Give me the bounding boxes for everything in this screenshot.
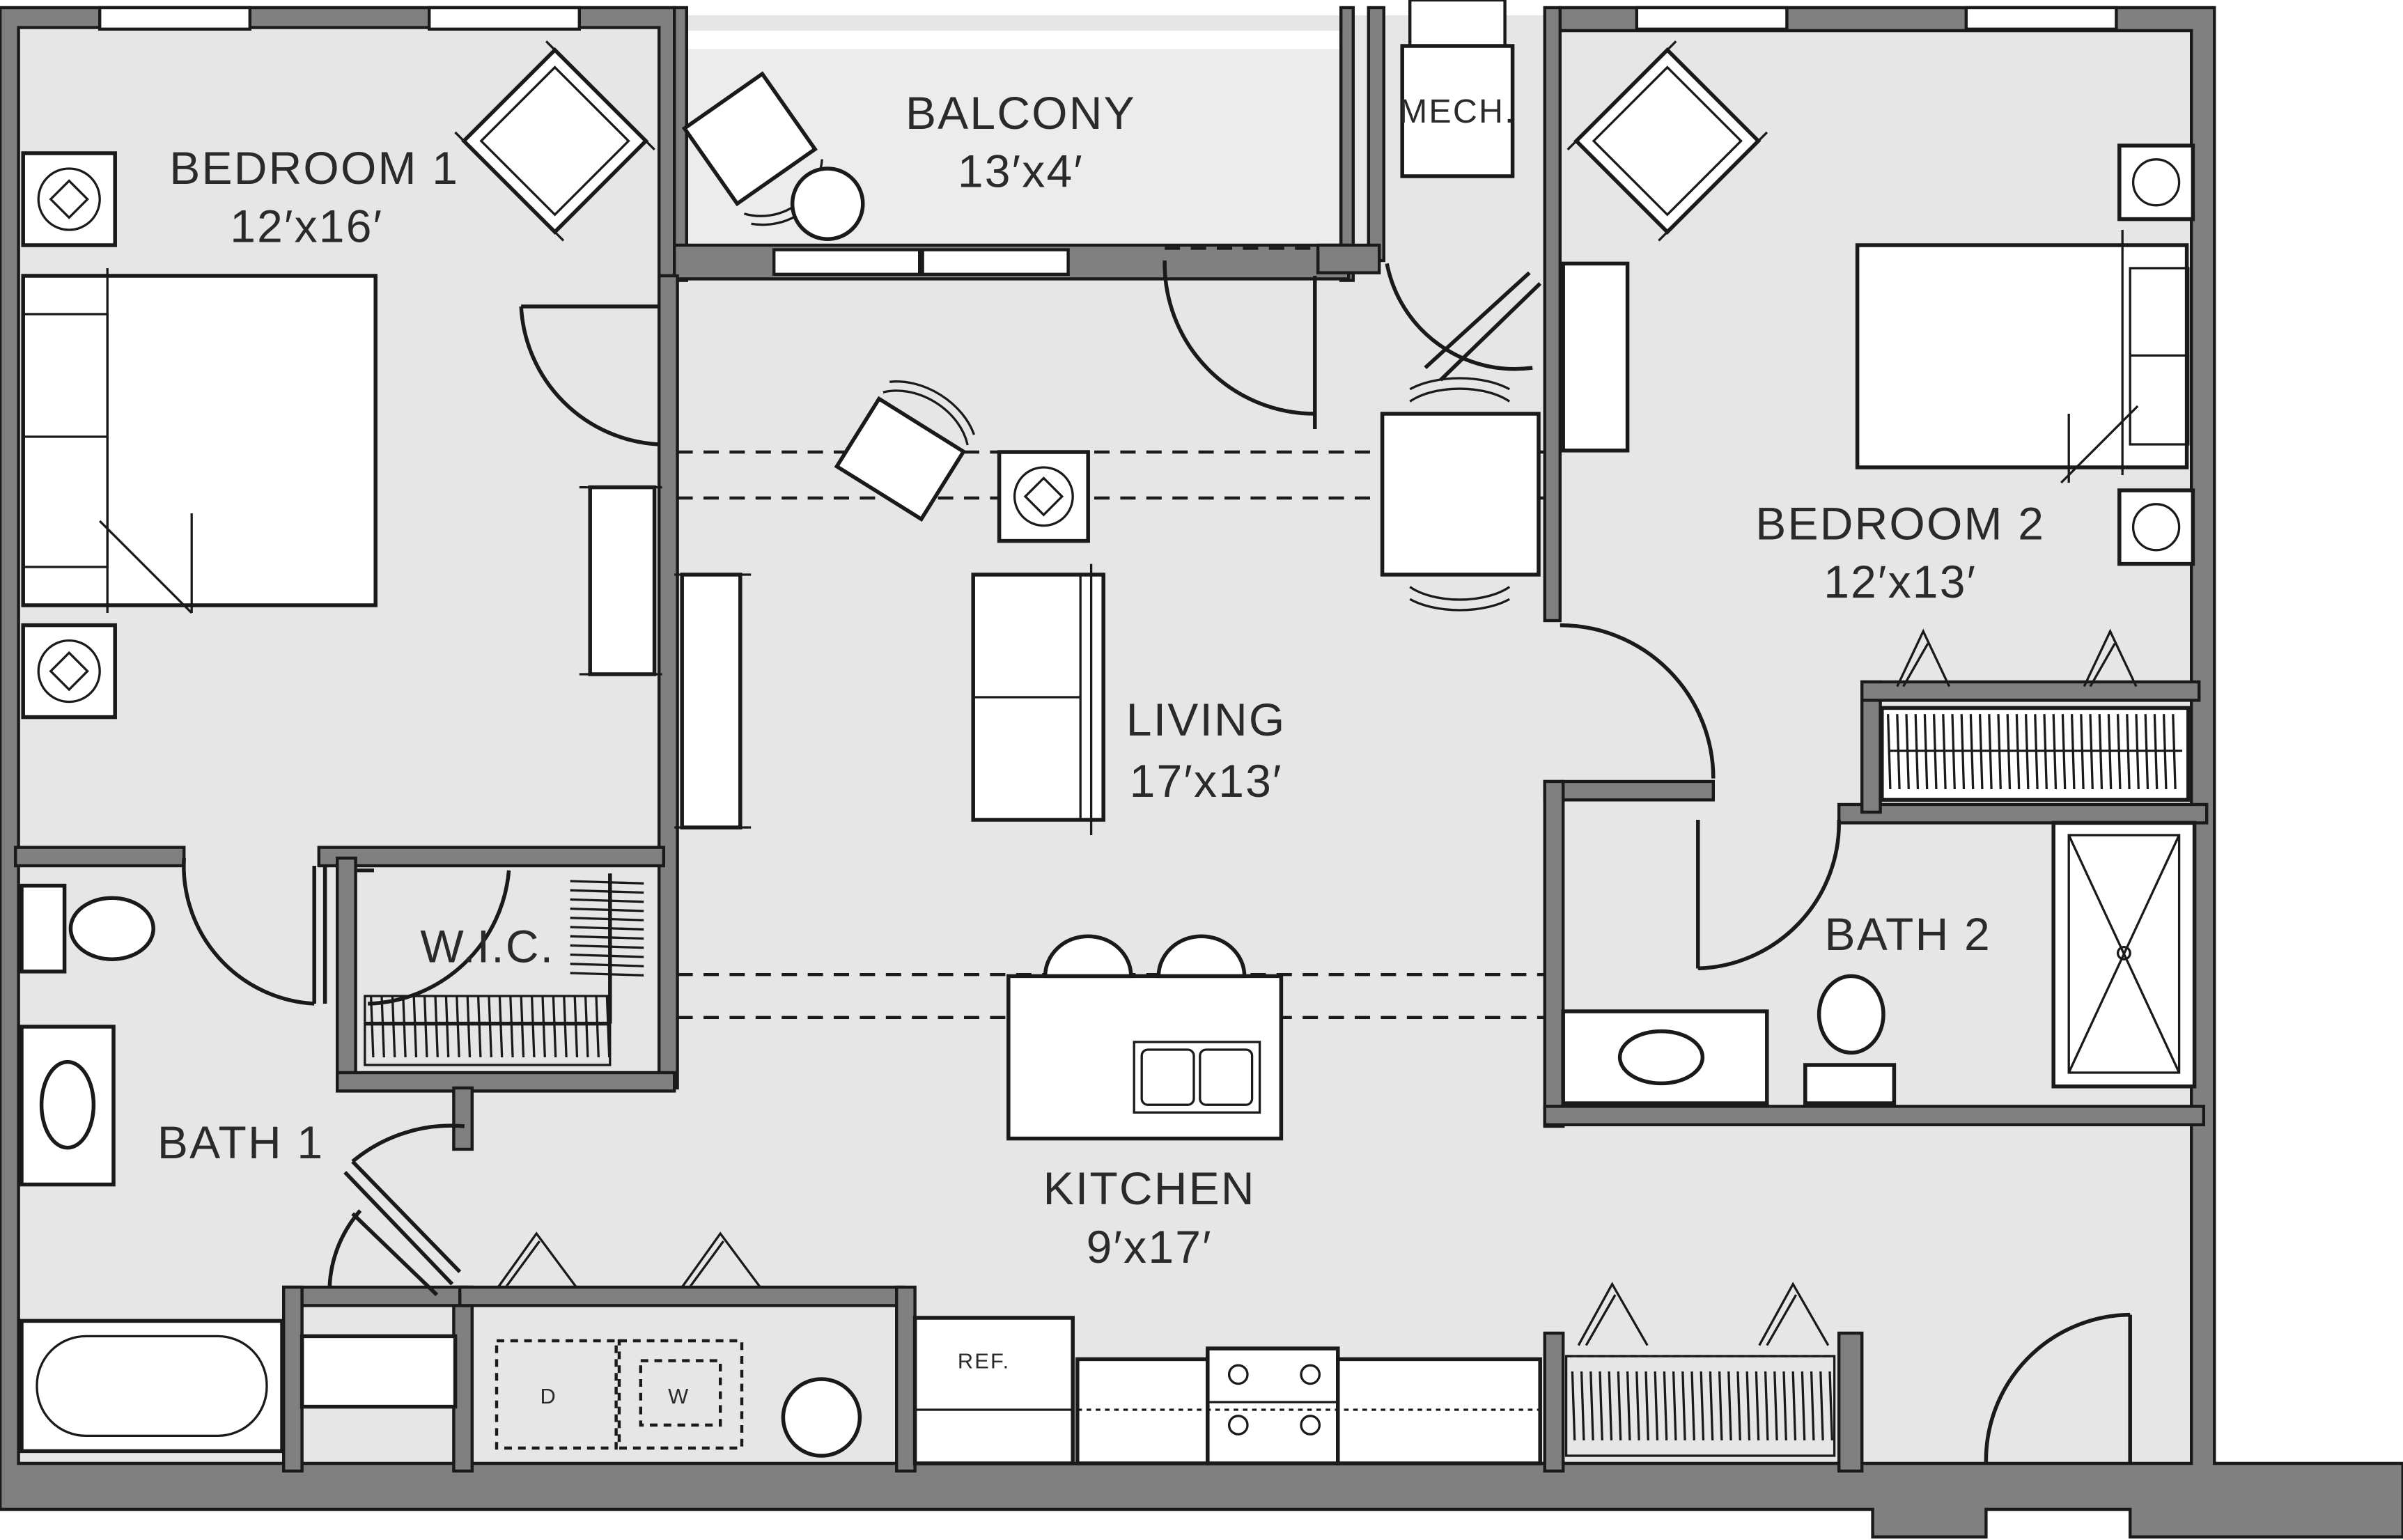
living-furniture — [674, 260, 1541, 835]
bedroom1-name: BEDROOM 1 — [169, 142, 459, 194]
kitchen-size: 9′x17′ — [1087, 1221, 1213, 1273]
closet-hatching — [369, 714, 2177, 1441]
bath1-fixtures — [20, 857, 465, 1454]
wic-fixtures — [357, 868, 612, 1066]
living-name: LIVING — [1126, 694, 1286, 745]
room-labels: BEDROOM 1 12′x16′ BALCONY 13′x4′ MECH. B… — [157, 87, 2045, 1408]
living-size: 17′x13′ — [1130, 755, 1283, 807]
balcony-size: 13′x4′ — [958, 145, 1084, 196]
balcony-furniture — [681, 71, 865, 241]
fridge-label: REF. — [958, 1349, 1011, 1374]
bedroom2-size: 12′x13′ — [1823, 556, 1977, 607]
dryer-label: D — [541, 1384, 557, 1408]
bedroom1-furniture — [21, 40, 662, 720]
bath2-name: BATH 2 — [1825, 908, 1991, 960]
wic-name: W.I.C. — [420, 921, 554, 972]
balcony-name: BALCONY — [905, 87, 1136, 139]
washer-label: W — [668, 1384, 690, 1408]
laundry — [478, 1231, 897, 1458]
kitchen-name: KITCHEN — [1043, 1162, 1256, 1214]
kitchen-fixtures — [912, 934, 1542, 1465]
soffit-lines — [677, 247, 1545, 1020]
mech-unit — [1385, 44, 1542, 382]
bath2-fixtures — [1561, 819, 2197, 1105]
windows — [98, 0, 2118, 277]
bedroom2-name: BEDROOM 2 — [1755, 497, 2045, 549]
bedroom1-size: 12′x16′ — [230, 201, 383, 252]
mech-name: MECH. — [1399, 93, 1516, 130]
entry — [1564, 1282, 2132, 1464]
bath1-name: BATH 1 — [157, 1117, 324, 1168]
